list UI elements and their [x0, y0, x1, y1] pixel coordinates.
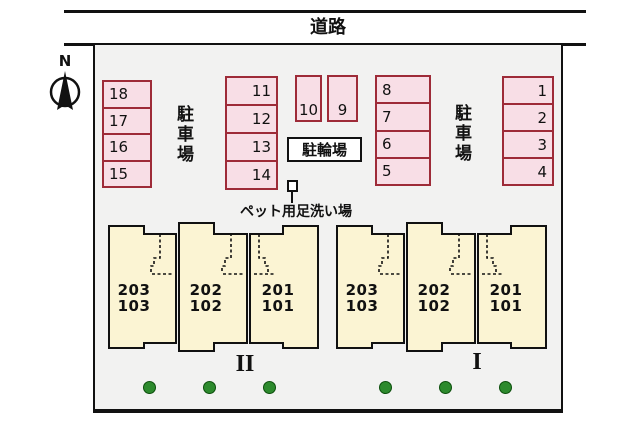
room-number-lower: 103 [345, 297, 379, 315]
parking-stall-8: 8 [377, 77, 429, 105]
room-number-lower: 102 [417, 297, 451, 315]
road-label: 道路 [310, 17, 346, 38]
room-label: 201 101 [484, 282, 528, 314]
parking-stall-15: 15 [109, 164, 129, 183]
tree-icon [499, 381, 512, 394]
room-number-upper: 201 [261, 281, 295, 299]
stairs-icon [378, 234, 389, 272]
building-2-caption: II [235, 351, 255, 377]
parking-stall-2: 2 [504, 105, 552, 132]
parking-stall-10: 10 [295, 75, 322, 122]
stairs-icon [258, 234, 269, 272]
parking-stall-4: 4 [537, 162, 547, 181]
room-number-upper: 203 [117, 281, 151, 299]
room-label: 203 103 [340, 282, 384, 314]
building-1-unit-201 [477, 225, 547, 349]
parking-stall-13: 13 [227, 134, 276, 162]
tree-icon [203, 381, 216, 394]
room-number-lower: 101 [261, 297, 295, 315]
tree-icon [439, 381, 452, 394]
room-label: 203 103 [112, 282, 156, 314]
room-number-lower: 101 [489, 297, 523, 315]
parking-stall-1: 1 [504, 78, 552, 105]
parking-column-middle: 11 12 13 14 [225, 76, 278, 190]
parking-stall-9: 9 [327, 75, 358, 122]
room-label: 202 102 [184, 282, 228, 314]
parking-lot-label-right: 駐車場 [451, 104, 471, 164]
compass-needle-icon [57, 71, 73, 110]
parking-stall-6: 6 [377, 132, 429, 159]
parking-stall-16: 16 [104, 135, 150, 162]
building-2-unit-202 [178, 222, 248, 352]
parking-stall-12: 12 [227, 106, 276, 134]
building-1-caption: I [472, 349, 482, 375]
room-number-lower: 103 [117, 297, 151, 315]
building-2-outline [108, 222, 319, 352]
stairs-icon [221, 233, 232, 272]
parking-stall-11: 11 [227, 78, 276, 106]
parking-column-east-inner: 8 7 6 5 [375, 75, 431, 186]
stairs-icon [150, 234, 161, 272]
pet-wash-station-icon [287, 180, 298, 192]
parking-stall-17: 17 [104, 109, 150, 135]
stairs-icon [486, 234, 497, 272]
parking-stall-5: 5 [382, 162, 392, 181]
bicycle-parking-label: 駐輪場 [287, 137, 362, 162]
parking-lot-label-left: 駐車場 [173, 105, 193, 165]
room-number-upper: 202 [189, 281, 223, 299]
stairs-icon [449, 233, 460, 272]
parking-stall-14: 14 [251, 166, 271, 184]
room-number-lower: 102 [189, 297, 223, 315]
building-1-unit-202 [406, 222, 476, 352]
room-label: 202 102 [412, 282, 456, 314]
pet-wash-label: ペット用足洗い場 [240, 204, 352, 220]
building-1-outline [336, 222, 547, 352]
room-number-upper: 203 [345, 281, 379, 299]
tree-icon [379, 381, 392, 394]
parking-stall-3: 3 [504, 132, 552, 159]
parking-stall-18: 18 [104, 82, 150, 109]
tree-icon [143, 381, 156, 394]
room-number-upper: 202 [417, 281, 451, 299]
compass-north-label: N [58, 52, 72, 70]
parking-column-east-outer: 1 2 3 4 [502, 76, 554, 186]
compass-icon [49, 71, 81, 110]
tree-icon [263, 381, 276, 394]
parking-stall-7: 7 [377, 104, 429, 132]
room-number-upper: 201 [489, 281, 523, 299]
room-label: 201 101 [256, 282, 300, 314]
road-line-top [64, 10, 586, 13]
parking-column-west: 18 17 16 15 [102, 80, 152, 188]
building-2-unit-201 [249, 225, 319, 349]
pet-wash-leader-line [291, 192, 293, 203]
